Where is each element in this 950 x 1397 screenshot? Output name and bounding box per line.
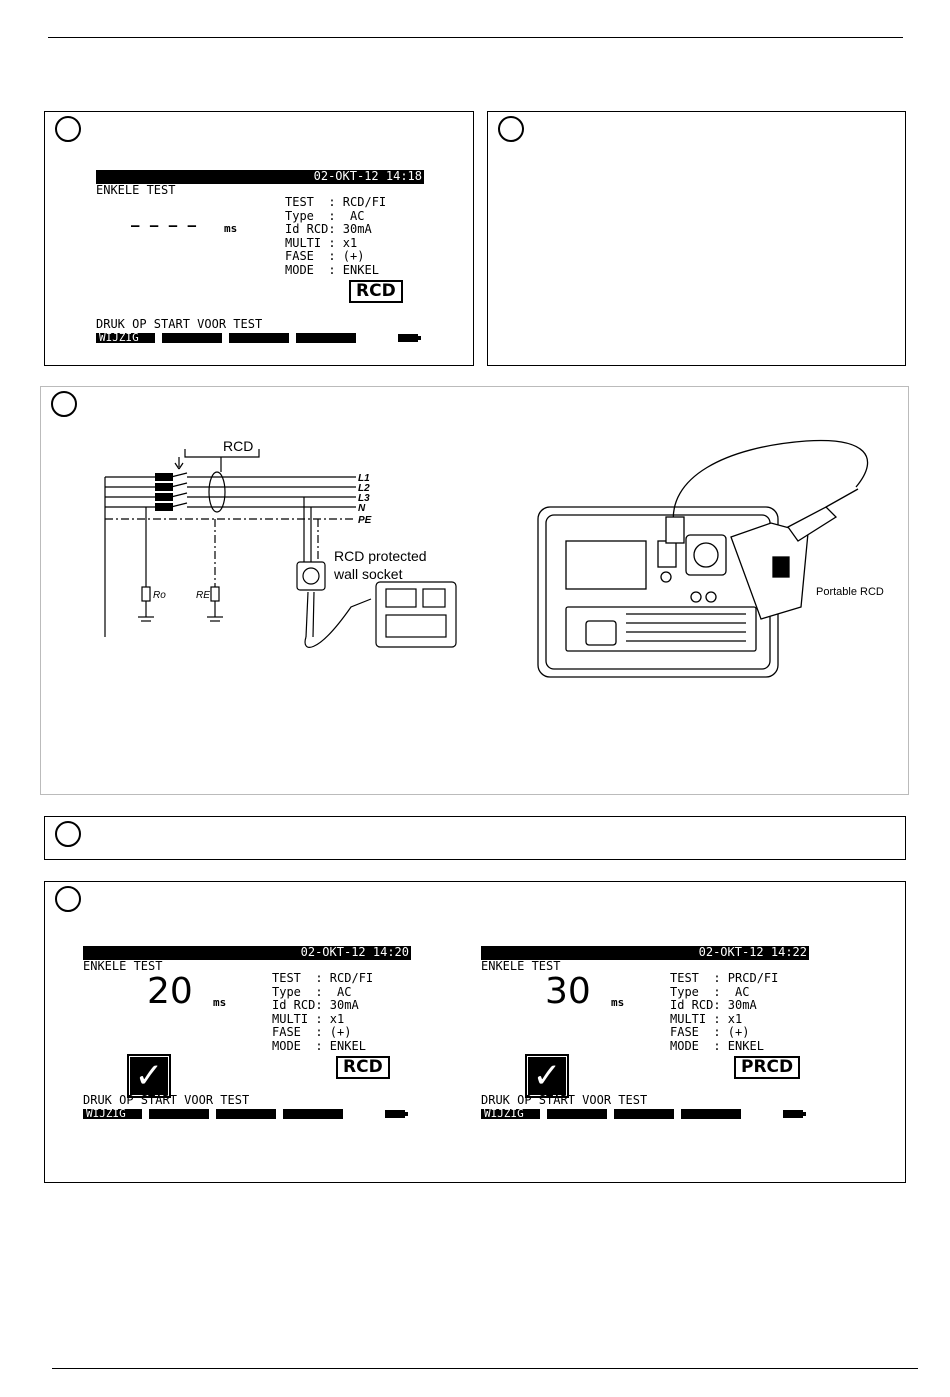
lcd-datetime: 02-OKT-12 14:22 [698,945,807,959]
lcd-param-fase: FASE : (+) [670,1025,750,1040]
lcd-result-dashes: — — — — [131,218,198,234]
battery-icon [398,334,421,342]
lcd-param-id: Id RCD: 30mA [272,998,359,1013]
lcd-result-unit: ms [224,222,238,235]
lcd-param-id: Id RCD: 30mA [670,998,757,1013]
lcd-prompt: DRUK OP START VOOR TEST [481,1093,648,1107]
lcd-result-unit: ms [213,996,227,1009]
lcd-datetime: 02-OKT-12 14:20 [300,945,409,959]
lcd-param-fase: FASE : (+) [272,1025,352,1040]
lcd-subtitle: ENKELE TEST [83,959,163,973]
lcd-param-test: TEST : RCD/FI [272,971,374,985]
lcd-param-type: Type : AC [272,984,352,999]
lcd-param-multi: MULTI : x1 [272,1011,345,1026]
step-number-circle [498,116,524,142]
lcd-result-value: 30 [545,971,591,1012]
lcd-title-bar: RCD TEST 02-OKT-12 14:20 [83,945,411,972]
lcd-param-multi: MULTI : x1 [670,1011,743,1026]
pass-check-icon: ✓ [525,1054,569,1098]
lcd-subtitle: ENKELE TEST [96,183,176,197]
lcd-prompt: DRUK OP START VOOR TEST [96,317,263,331]
lcd-param-type: Type : AC [670,984,750,999]
softkey-2[interactable] [149,1109,209,1119]
diagram-line-pe: PE [358,515,372,526]
lcd-mode-badge: RCD [349,280,403,303]
footer-rule [52,1368,918,1369]
battery-icon [783,1110,806,1118]
lcd-mode-badge: RCD [336,1056,390,1079]
diagram-rcd-label: RCD [223,438,253,454]
step-number-circle [55,116,81,142]
softkey-2[interactable] [547,1109,607,1119]
softkey-4[interactable] [681,1109,741,1119]
pass-check-icon: ✓ [127,1054,171,1098]
lcd-prompt: DRUK OP START VOOR TEST [83,1093,250,1107]
softkey-3[interactable] [614,1109,674,1119]
softkey-wijzig[interactable]: WIJZIG [83,1108,142,1119]
diagram-line-l3: L3 [358,493,370,504]
instrument-portable-rcd-illustration: Portable RCD [537,439,884,678]
step-number-circle [55,886,81,912]
lcd-param-multi: MULTI : x1 [285,235,358,250]
step-panel-1: RCD TEST 02-OKT-12 14:18 ENKELE TEST — —… [44,111,474,366]
softkey-3[interactable] [216,1109,276,1119]
step-panel-2 [487,111,906,366]
diagram-line-l1: L1 [358,473,370,484]
lcd-param-mode: MODE : ENKEL [285,263,379,277]
lcd-mode-badge: PRCD [734,1056,801,1079]
lcd-subtitle: ENKELE TEST [481,959,561,973]
lcd-param-test: TEST : PRCD/FI [670,971,779,985]
lcd-param-test: TEST : RCD/FI [285,195,387,209]
step-panel-5: RCD TEST 02-OKT-12 14:20 ENKELE TEST 20 … [44,881,906,1183]
diagram-socket-label-2: wall socket [333,566,403,582]
softkey-2[interactable] [162,333,222,343]
portable-rcd-label: Portable RCD [816,586,884,598]
lcd-param-mode: MODE : ENKEL [670,1039,764,1053]
lcd-result-unit: ms [611,996,625,1009]
lcd-param-type: Type : AC [285,208,365,223]
diagram-re-label: RE [196,590,210,601]
battery-icon [385,1110,408,1118]
step-panel-4 [44,816,906,860]
softkey-wijzig[interactable]: WIJZIG [96,332,155,343]
lcd-title-bar: RCD TEST 02-OKT-12 14:22 [481,945,809,972]
rcd-wiring-diagram: RCD L1 L2 L3 N PE Ro RE RCD protected wa… [104,438,457,648]
lcd-param-fase: FASE : (+) [285,249,365,264]
diagram-line-l2: L2 [358,483,370,494]
softkey-4[interactable] [283,1109,343,1119]
softkey-3[interactable] [229,333,289,343]
diagram-line-n: N [358,503,366,514]
header-rule [48,37,903,38]
lcd-datetime: 02-OKT-12 14:18 [313,169,422,183]
diagram-ro-label: Ro [153,590,166,601]
lcd-screen-result-rcd: RCD TEST 02-OKT-12 14:20 ENKELE TEST 20 … [83,945,411,1126]
lcd-result-value: 20 [147,971,193,1012]
lcd-title: RCD TEST [525,958,584,973]
lcd-param-id: Id RCD: 30mA [285,222,372,237]
step-number-circle [55,821,81,847]
lcd-screen-result-prcd: RCD TEST 02-OKT-12 14:22 ENKELE TEST 30 … [481,945,809,1126]
softkey-wijzig[interactable]: WIJZIG [481,1108,540,1119]
softkey-4[interactable] [296,333,356,343]
lcd-title: RCD TEST [140,182,199,197]
lcd-param-mode: MODE : ENKEL [272,1039,366,1053]
step-number-circle [51,391,77,417]
lcd-title-bar: RCD TEST 02-OKT-12 14:18 [96,169,424,196]
diagram-socket-label-1: RCD protected [334,548,427,564]
lcd-screen-initial: RCD TEST 02-OKT-12 14:18 ENKELE TEST — —… [96,169,424,350]
step-panel-3: RCD L1 L2 L3 N PE Ro RE RCD protected wa… [40,386,909,795]
lcd-title: RCD TEST [127,958,186,973]
